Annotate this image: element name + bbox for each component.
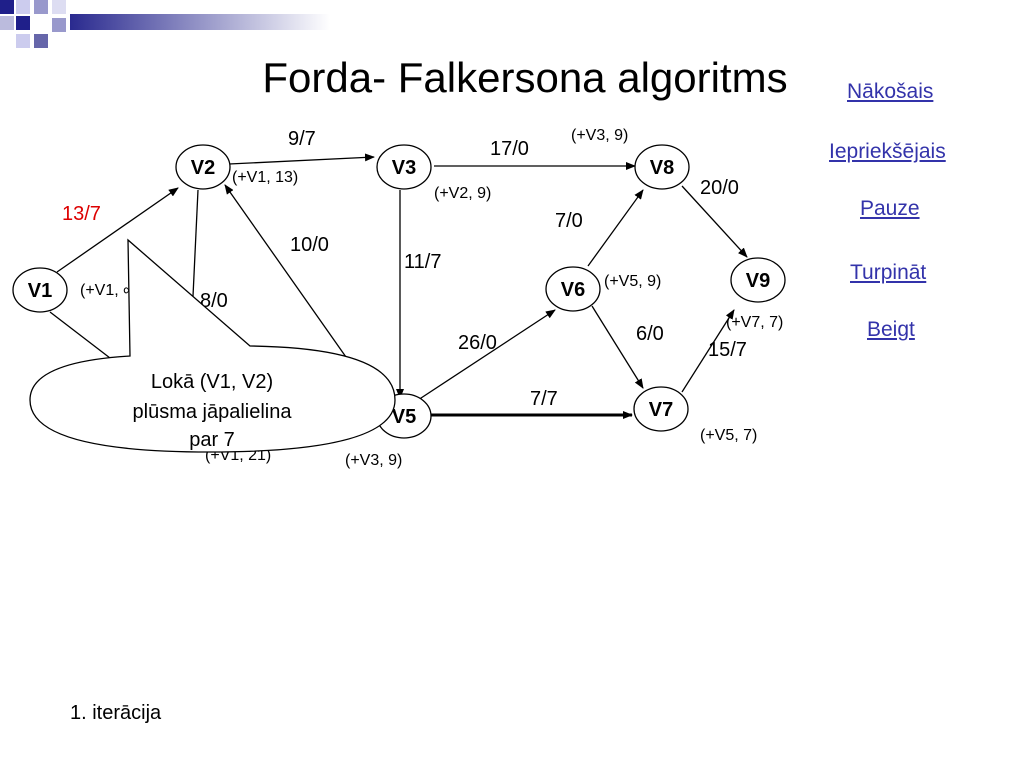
edge-label-v7-v9: 15/7 bbox=[708, 339, 747, 361]
edge-label-v6-v7: 6/0 bbox=[636, 323, 664, 345]
edge-label-v3-v5: 11/7 bbox=[404, 251, 441, 273]
node-label-v1: V1 bbox=[28, 280, 52, 302]
node-v2 bbox=[175, 144, 231, 190]
edge-label-v6-v8: 7/0 bbox=[555, 210, 583, 232]
node-label-v6: V6 bbox=[561, 279, 585, 301]
continue-link[interactable]: Turpināt bbox=[850, 261, 927, 284]
edge-v1-v5 bbox=[49, 311, 111, 359]
edge-label-v8-v9: 20/0 bbox=[700, 177, 739, 199]
edge-label-v5-v7: 7/7 bbox=[530, 388, 558, 410]
edge-label-v5-v6: 26/0 bbox=[458, 332, 497, 354]
node-label-v7: V7 bbox=[649, 399, 673, 421]
slide-title: Forda- Falkersona algoritms bbox=[262, 54, 788, 101]
mark-v8: (+V3, 9) bbox=[571, 127, 628, 144]
edge-label-v2-v3: 9/7 bbox=[288, 128, 316, 150]
mark-v1-partial: (+V1, ∞ bbox=[80, 282, 135, 299]
callout-line-1: Lokā (V1, V2) bbox=[151, 371, 273, 393]
edge-label-v3-v8: 17/0 bbox=[490, 138, 529, 160]
node-label-v5: V5 bbox=[392, 406, 416, 428]
callout-bubble bbox=[29, 238, 396, 453]
mark-v2: (+V1, 13) bbox=[232, 169, 298, 186]
edge-v7-v9 bbox=[681, 309, 735, 393]
pause-link[interactable]: Pauze bbox=[860, 197, 920, 220]
mark-v7: (+V5, 7) bbox=[700, 427, 757, 444]
mark-v6: (+V5, 9) bbox=[604, 273, 661, 290]
node-v6 bbox=[545, 266, 601, 312]
end-link[interactable]: Beigt bbox=[867, 318, 915, 341]
node-v7 bbox=[633, 386, 689, 432]
mark-v3: (+V2, 9) bbox=[434, 185, 491, 202]
edge-v6-v8 bbox=[587, 189, 644, 267]
corner-decoration bbox=[0, 0, 330, 60]
edge-label-v5-v2: 10/0 bbox=[290, 234, 329, 256]
next-link[interactable]: Nākošais bbox=[847, 80, 934, 103]
edge-v1-v2 bbox=[56, 187, 179, 273]
callout-line-2: plūsma jāpalielina bbox=[133, 401, 293, 423]
callout-line-3: par 7 bbox=[189, 429, 235, 451]
edge-label-v2-v5: 8/0 bbox=[200, 290, 228, 312]
edge-v5-v6 bbox=[417, 309, 556, 401]
iteration-label: 1. iterācija bbox=[70, 702, 162, 724]
node-label-v2: V2 bbox=[191, 157, 215, 179]
previous-link[interactable]: Iepriekšējais bbox=[829, 140, 946, 163]
mark-v5: (+V3, 9) bbox=[345, 452, 402, 469]
node-v1 bbox=[12, 267, 68, 313]
edge-v6-v7 bbox=[591, 305, 644, 389]
node-v9 bbox=[730, 257, 786, 303]
node-v3 bbox=[376, 144, 432, 190]
edge-v8-v9 bbox=[681, 185, 748, 258]
node-v8 bbox=[634, 144, 690, 190]
node-label-v9: V9 bbox=[746, 270, 770, 292]
node-label-v3: V3 bbox=[392, 157, 416, 179]
edge-v2-v3 bbox=[228, 153, 375, 165]
node-label-v8: V8 bbox=[650, 157, 674, 179]
edge-label-v1-v2: 13/7 bbox=[62, 203, 101, 225]
mark-v9: (+V7, 7) bbox=[726, 314, 783, 331]
